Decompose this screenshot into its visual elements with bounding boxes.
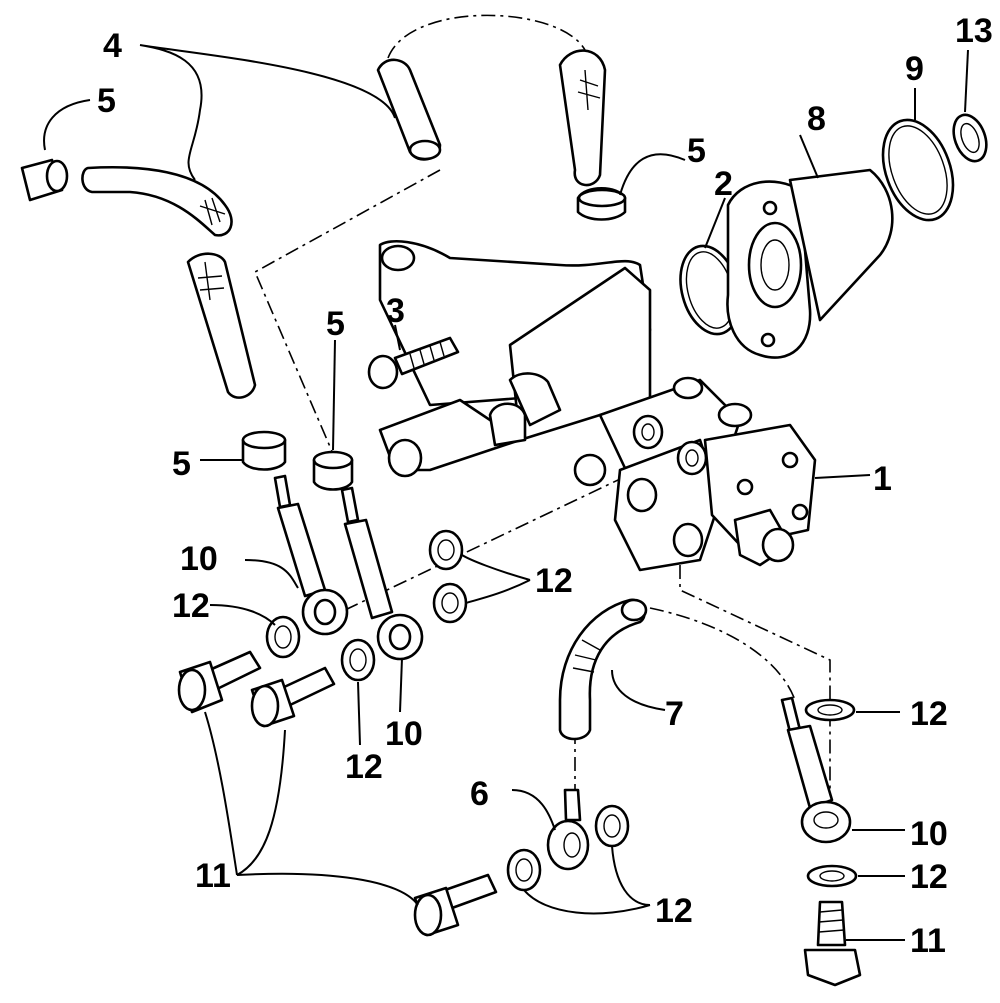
hose-upper-right — [558, 49, 607, 187]
callout-3: 3 — [386, 292, 405, 330]
clamp-upper-left — [20, 158, 69, 202]
hose-upper-short — [376, 58, 442, 161]
callout-12-lower-left: 12 — [345, 748, 383, 786]
callout-5-upper-right: 5 — [687, 132, 706, 170]
clamp-left — [241, 430, 287, 471]
o-ring-9 — [881, 118, 955, 222]
banjo-fitting-right — [780, 696, 852, 844]
callout-9: 9 — [905, 50, 924, 88]
washer-13 — [952, 113, 988, 163]
callout-12-right-lower: 12 — [910, 858, 948, 896]
banjo-fitting-lower — [546, 788, 590, 871]
callout-6: 6 — [470, 775, 489, 813]
callout-10-lower: 10 — [385, 715, 423, 753]
oil-pump-body — [378, 239, 817, 572]
banjo-fitting-left — [273, 474, 349, 636]
clamp-upper-right — [576, 186, 627, 221]
callout-labels: 1 2 3 4 5 5 5 5 6 7 8 9 10 10 10 11 11 1… — [97, 12, 993, 960]
callout-10-right: 10 — [910, 815, 948, 853]
callout-12-bottom: 12 — [655, 892, 693, 930]
callout-7: 7 — [665, 695, 684, 733]
callout-1: 1 — [873, 460, 892, 498]
callout-12-right-upper: 12 — [910, 695, 948, 733]
callout-5-upper-left: 5 — [97, 82, 116, 120]
callout-5-left: 5 — [172, 445, 191, 483]
banjo-bolt-left-1 — [177, 650, 262, 714]
callout-2: 2 — [714, 165, 733, 203]
callout-12-center: 12 — [535, 562, 573, 600]
callout-4: 4 — [103, 27, 122, 65]
hose-upper-left — [81, 165, 233, 237]
callout-8: 8 — [807, 100, 826, 138]
hose-lower-curved — [558, 598, 648, 741]
washers — [265, 529, 858, 892]
pump-drive-housing — [726, 168, 894, 359]
banjo-fitting-middle — [340, 486, 424, 661]
callout-5-middle: 5 — [326, 305, 345, 343]
callout-11-right: 11 — [910, 922, 946, 960]
callout-13: 13 — [955, 12, 993, 50]
screw — [367, 336, 460, 390]
hose-left-vertical — [186, 252, 257, 399]
banjo-bolt-bottom — [413, 873, 498, 937]
leader-lines — [43, 44, 969, 941]
callout-11-left: 11 — [195, 857, 231, 895]
callout-10-upper: 10 — [180, 540, 218, 578]
banjo-bolt-right — [803, 900, 862, 987]
banjo-bolt-left-2 — [250, 666, 336, 728]
clamp-middle — [312, 450, 354, 491]
callout-12-left: 12 — [172, 587, 210, 625]
